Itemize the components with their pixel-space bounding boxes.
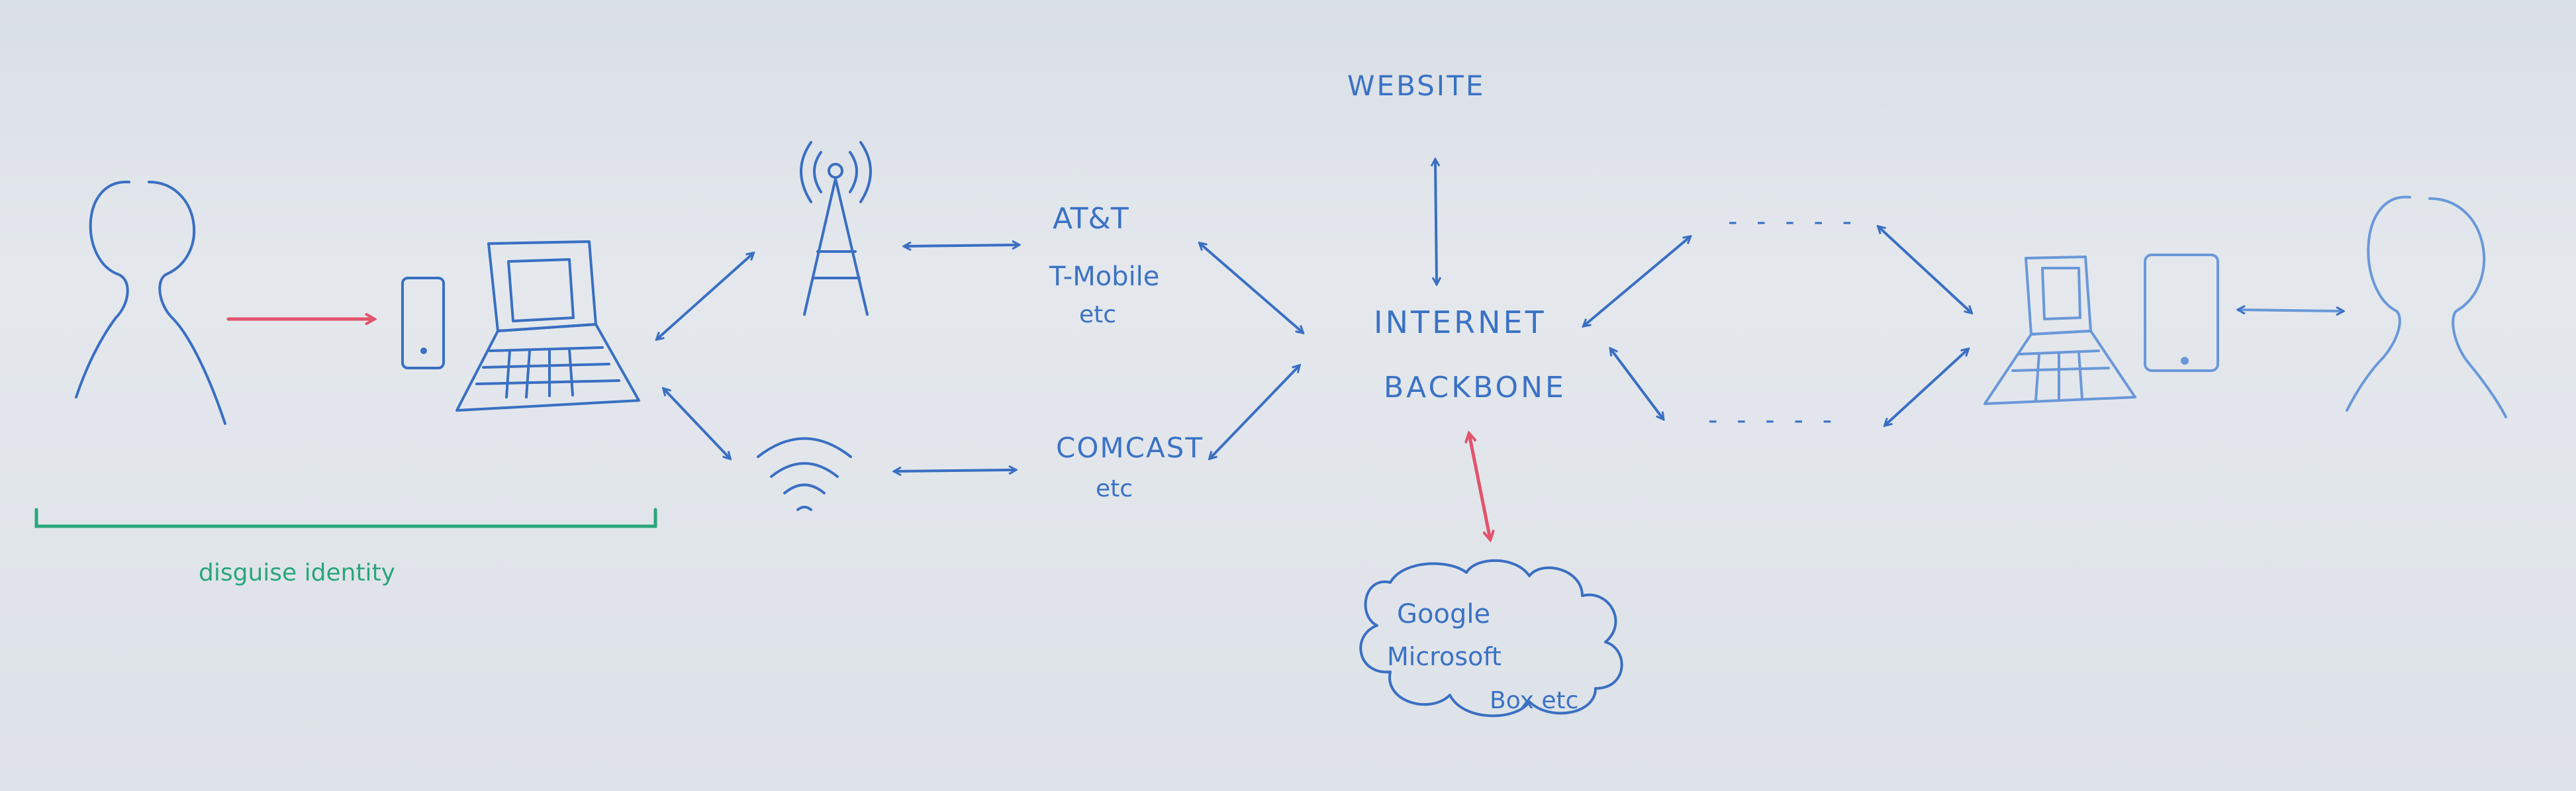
arrow-tower-carrier <box>907 245 1016 246</box>
arrow-mobile-internet <box>1202 245 1301 331</box>
arrow-internet-top-right <box>1586 238 1688 324</box>
phone-left-icon <box>401 277 445 369</box>
carrier-att-label: AT&T <box>1053 202 1129 236</box>
dashes-bottom: - - - - - <box>1708 405 1838 436</box>
carrier-mobile-etc-label: etc <box>1079 301 1117 328</box>
arrow-internet-website <box>1435 162 1437 281</box>
laptop-right-icon <box>1983 256 2136 405</box>
laptop-left-icon <box>455 240 640 412</box>
person-right-icon <box>2346 195 2507 418</box>
carrier-comcast-label: COMCAST <box>1056 432 1204 464</box>
disguise-bracket <box>34 508 657 528</box>
arrow-laptop-wifi <box>665 391 728 457</box>
backbone-label: BACKBONE <box>1384 371 1566 404</box>
wifi-icon <box>757 437 852 511</box>
arrow-laptop-tower <box>659 255 751 338</box>
carrier-wired-etc-label: etc <box>1096 475 1133 502</box>
red-arrow-cloud <box>1470 437 1490 536</box>
arrow-wifi-carrier <box>897 470 1013 471</box>
arrow-internet-bottom-right <box>1612 351 1662 417</box>
carrier-tmobile-label: T-Mobile <box>1049 261 1160 292</box>
arrow-dashes-laptop-top <box>1880 228 1970 311</box>
disguise-identity-label: disguise identity <box>199 559 395 586</box>
cloud-icon <box>1359 559 1623 718</box>
website-label: WEBSITE <box>1347 70 1486 102</box>
cell-tower-icon <box>800 141 872 316</box>
cloud-google-label: Google <box>1397 599 1491 629</box>
arrow-dashes-laptop-bottom <box>1887 351 1966 424</box>
phone-right-icon <box>2144 254 2219 372</box>
arrow-wired-internet <box>1212 367 1298 457</box>
cloud-box-label: Box etc <box>1490 687 1579 714</box>
person-left-icon <box>75 180 226 425</box>
cloud-microsoft-label: Microsoft <box>1387 642 1502 671</box>
arrow-phone-person <box>2241 310 2340 311</box>
internet-label: INTERNET <box>1374 304 1547 340</box>
dashes-top: - - - - - <box>1728 207 1858 237</box>
